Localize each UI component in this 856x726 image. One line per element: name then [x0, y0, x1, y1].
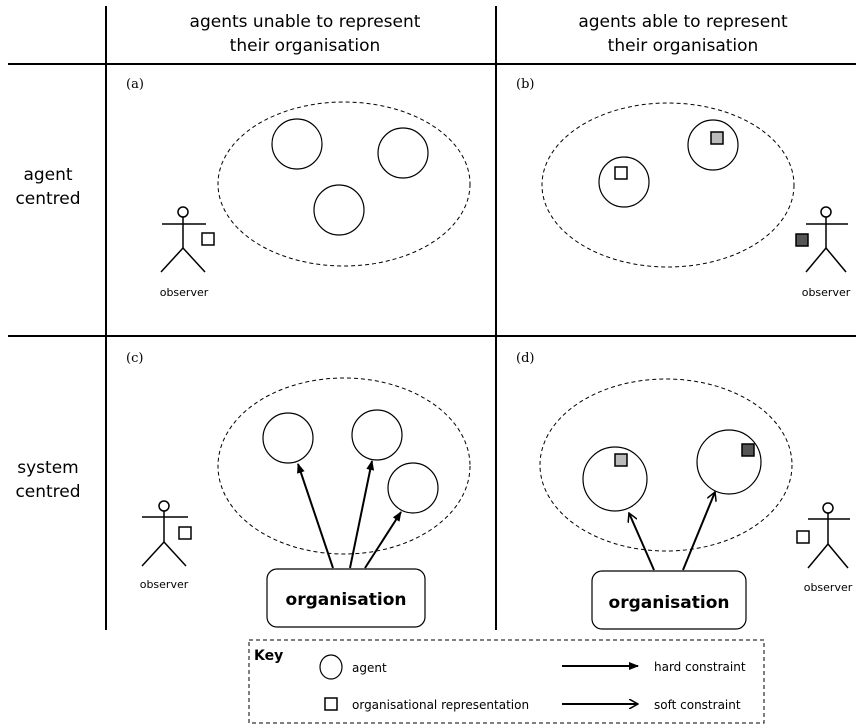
org-representation-square-full	[795, 233, 809, 247]
org-representation-square	[178, 526, 192, 540]
org-representation-symbol	[324, 697, 338, 711]
agent-circle	[582, 446, 648, 512]
hard-constraint-arrow	[364, 511, 402, 569]
observer-figure	[807, 502, 850, 569]
system-boundary	[541, 102, 795, 268]
agent-circle	[598, 156, 650, 208]
panel-a-label: (a)	[126, 77, 144, 92]
row-header-agent-line2: centred	[15, 189, 80, 209]
observer-label: observer	[804, 581, 853, 594]
key-box	[248, 639, 765, 724]
row-header-system-line2: centred	[15, 482, 80, 502]
hard-constraint-arrow	[349, 460, 375, 569]
key-hard-constraint-label: hard constraint	[654, 660, 746, 674]
panel-a: (a) observer	[126, 77, 471, 299]
agent-circle	[313, 184, 365, 236]
system-boundary	[217, 101, 471, 267]
key-title: Key	[254, 648, 283, 664]
column-header-unable-line2: their organisation	[230, 36, 381, 56]
org-representation-square-full	[741, 443, 755, 457]
agent-circle	[387, 462, 439, 514]
org-representation-square	[201, 232, 215, 246]
hard-constraint-arrow	[297, 463, 334, 569]
observer-label: observer	[802, 286, 851, 299]
agent-circle	[687, 119, 739, 171]
org-representation-square	[614, 166, 628, 180]
panel-d-label: (d)	[516, 351, 534, 366]
observer-figure	[805, 206, 848, 273]
panel-c-label: (c)	[126, 351, 143, 366]
system-boundary	[539, 378, 793, 552]
agent-circle	[696, 429, 762, 495]
organisation-label: organisation	[286, 590, 407, 610]
org-representation-square	[796, 530, 810, 544]
agent-symbol	[319, 654, 343, 680]
system-boundary	[217, 377, 471, 555]
key-agent-label: agent	[352, 661, 387, 675]
column-header-able-line1: agents able to represent	[578, 12, 788, 32]
row-header-system-line1: system	[17, 458, 78, 478]
panel-c: (c) organisation observer	[126, 351, 471, 628]
key-soft-constraint-label: soft constraint	[654, 698, 741, 712]
org-representation-square-partial	[614, 453, 628, 467]
observer-label: observer	[160, 286, 209, 299]
observer-figure	[141, 500, 188, 567]
column-header-able-line2: their organisation	[608, 36, 759, 56]
org-representation-square-partial	[710, 131, 724, 145]
organisation-box	[266, 568, 426, 628]
panel-b: (b) observer	[516, 77, 851, 299]
organisation-box	[591, 570, 747, 630]
agent-circle	[271, 118, 323, 170]
organisation-label: organisation	[609, 593, 730, 613]
agent-circle	[351, 409, 403, 461]
agent-circle	[377, 127, 429, 179]
soft-constraint-arrow	[629, 513, 655, 571]
row-header-agent-line1: agent	[23, 165, 72, 185]
column-header-unable-line1: agents unable to represent	[190, 12, 421, 32]
key-legend: Key agent organisational representation …	[248, 639, 765, 724]
soft-constraint-arrow	[682, 492, 715, 571]
panel-d: (d) organisation observer	[516, 351, 853, 630]
key-org-representation-label: organisational representation	[352, 698, 529, 712]
agent-circle	[262, 412, 314, 464]
observer-figure	[160, 206, 206, 273]
observer-label: observer	[140, 578, 189, 591]
panel-b-label: (b)	[516, 77, 534, 92]
